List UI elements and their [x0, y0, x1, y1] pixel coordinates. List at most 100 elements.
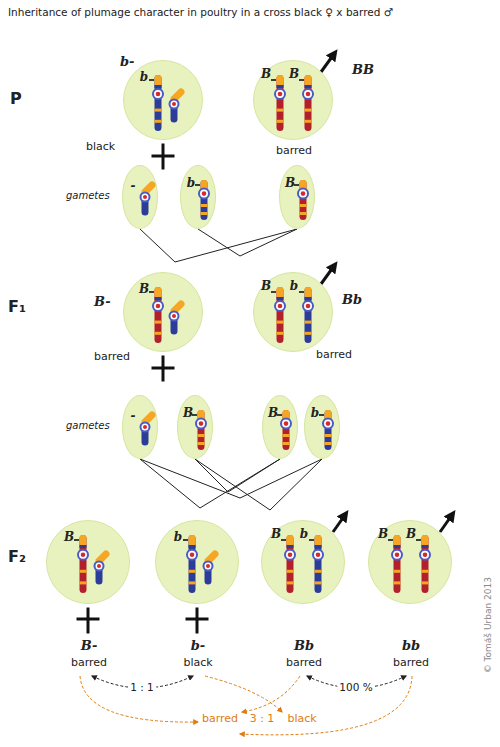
allele-label: b: [187, 177, 195, 191]
genotype-label: Bb: [294, 639, 314, 654]
z-chromosome: [183, 535, 197, 593]
female-cross: [187, 618, 207, 621]
chromosome-drawing: [305, 396, 341, 460]
z-chromosome: [149, 75, 163, 131]
gametes-label: gametes: [66, 190, 110, 202]
locus-mark: [299, 79, 304, 81]
title: Inheritance of plumage character in poul…: [8, 6, 492, 19]
allele-label: B: [268, 407, 278, 421]
w-chromosome: [141, 415, 153, 442]
genotype-label: B-: [94, 295, 111, 310]
phenotype-label: barred: [276, 145, 312, 158]
locus-mark: [195, 184, 200, 186]
locus-mark: [388, 539, 393, 541]
allele-label: b: [311, 407, 319, 421]
female-cross: [153, 367, 173, 370]
allele-label: b: [290, 280, 298, 294]
allele-label: B: [139, 283, 149, 297]
phenotype-label: black: [183, 657, 212, 670]
allele-label: B: [183, 407, 193, 421]
allele-label: b: [140, 71, 148, 85]
z-chromosome: [309, 535, 323, 593]
summary-label: 3 : 1: [249, 713, 276, 726]
z-chromosome: [271, 287, 285, 343]
w-chromosome: [141, 185, 153, 212]
allele-label: B: [289, 68, 299, 82]
chromosome-drawing: [124, 273, 204, 353]
summary-label: black: [286, 713, 317, 726]
locus-mark: [416, 539, 421, 541]
locus-mark: [271, 79, 276, 81]
summary-arrows: [80, 676, 412, 735]
z-chromosome: [195, 180, 209, 220]
locus-mark: [149, 291, 154, 293]
summary-arrow: [80, 676, 198, 722]
genotype-label: b-: [120, 55, 135, 70]
z-chromosome: [416, 535, 430, 593]
allele-label: B: [261, 280, 271, 294]
ratio-label: 100 %: [337, 681, 374, 693]
gamete: -: [122, 395, 158, 459]
phenotype-label: barred: [286, 657, 322, 670]
genotype-label: bb: [402, 639, 420, 654]
summary-arrow: [205, 676, 282, 712]
chromosome-drawing: [263, 396, 299, 460]
f1-hen: B-Bbarred: [123, 272, 203, 352]
male-arrow: [333, 515, 345, 532]
allele-label: B: [64, 531, 74, 545]
w-chromosome: [204, 554, 216, 581]
z-chromosome: [149, 287, 163, 343]
gamete: b: [180, 165, 216, 229]
chromosome-drawing: [280, 166, 316, 230]
chromosome-drawing: [181, 166, 217, 230]
allele-label: b: [174, 531, 182, 545]
fertilization-line: [195, 459, 322, 510]
z-chromosome: [299, 287, 313, 343]
z-chromosome: [192, 410, 206, 450]
phenotype-label: barred: [316, 349, 352, 362]
locus-mark: [183, 539, 188, 541]
watermark: © Tomáš Urban 2013: [483, 560, 493, 690]
z-chromosome: [74, 535, 88, 593]
genotype-label: B-: [81, 639, 98, 654]
allele-label: B: [406, 528, 416, 542]
locus-mark: [309, 539, 314, 541]
chromosome-drawing: [124, 61, 204, 141]
z-chromosome: [299, 75, 313, 131]
allele-label: B: [271, 528, 281, 542]
w-chromosome: [170, 92, 182, 119]
gamete: B: [279, 165, 315, 229]
gametes-label: gametes: [66, 420, 110, 432]
fertilization-line: [140, 459, 280, 508]
z-chromosome: [281, 535, 295, 593]
chromosome-drawing: [47, 521, 131, 605]
gamete: -: [122, 165, 158, 229]
phenotype-label: black: [86, 141, 115, 154]
locus-mark: [299, 291, 304, 293]
fertilization-line: [195, 459, 280, 492]
chromosome-drawing: [123, 396, 159, 460]
summary-arrow: [240, 676, 412, 735]
gamete: B: [177, 395, 213, 459]
phenotype-label: barred: [393, 657, 429, 670]
locus-mark: [281, 539, 286, 541]
allele-label: B: [378, 528, 388, 542]
gamete: B: [262, 395, 298, 459]
female-cross: [153, 155, 173, 158]
generation-label: F₂: [8, 548, 26, 566]
generation-label: P: [10, 90, 22, 108]
f2-cock: BbBbbarred: [261, 520, 345, 604]
genotype-label: BB: [352, 63, 374, 78]
gamete: b: [304, 395, 340, 459]
female-cross: [78, 618, 98, 621]
z-chromosome: [277, 410, 291, 450]
parent-cock: BBBBbarred: [253, 60, 333, 140]
f2-hen: bb-black: [155, 520, 239, 604]
fertilization-line: [140, 229, 297, 262]
male-arrow: [321, 54, 334, 72]
allele-label: b: [300, 528, 308, 542]
w-chromosome: [170, 304, 182, 331]
summary-label: barred: [201, 713, 239, 726]
male-symbols: [321, 54, 452, 532]
